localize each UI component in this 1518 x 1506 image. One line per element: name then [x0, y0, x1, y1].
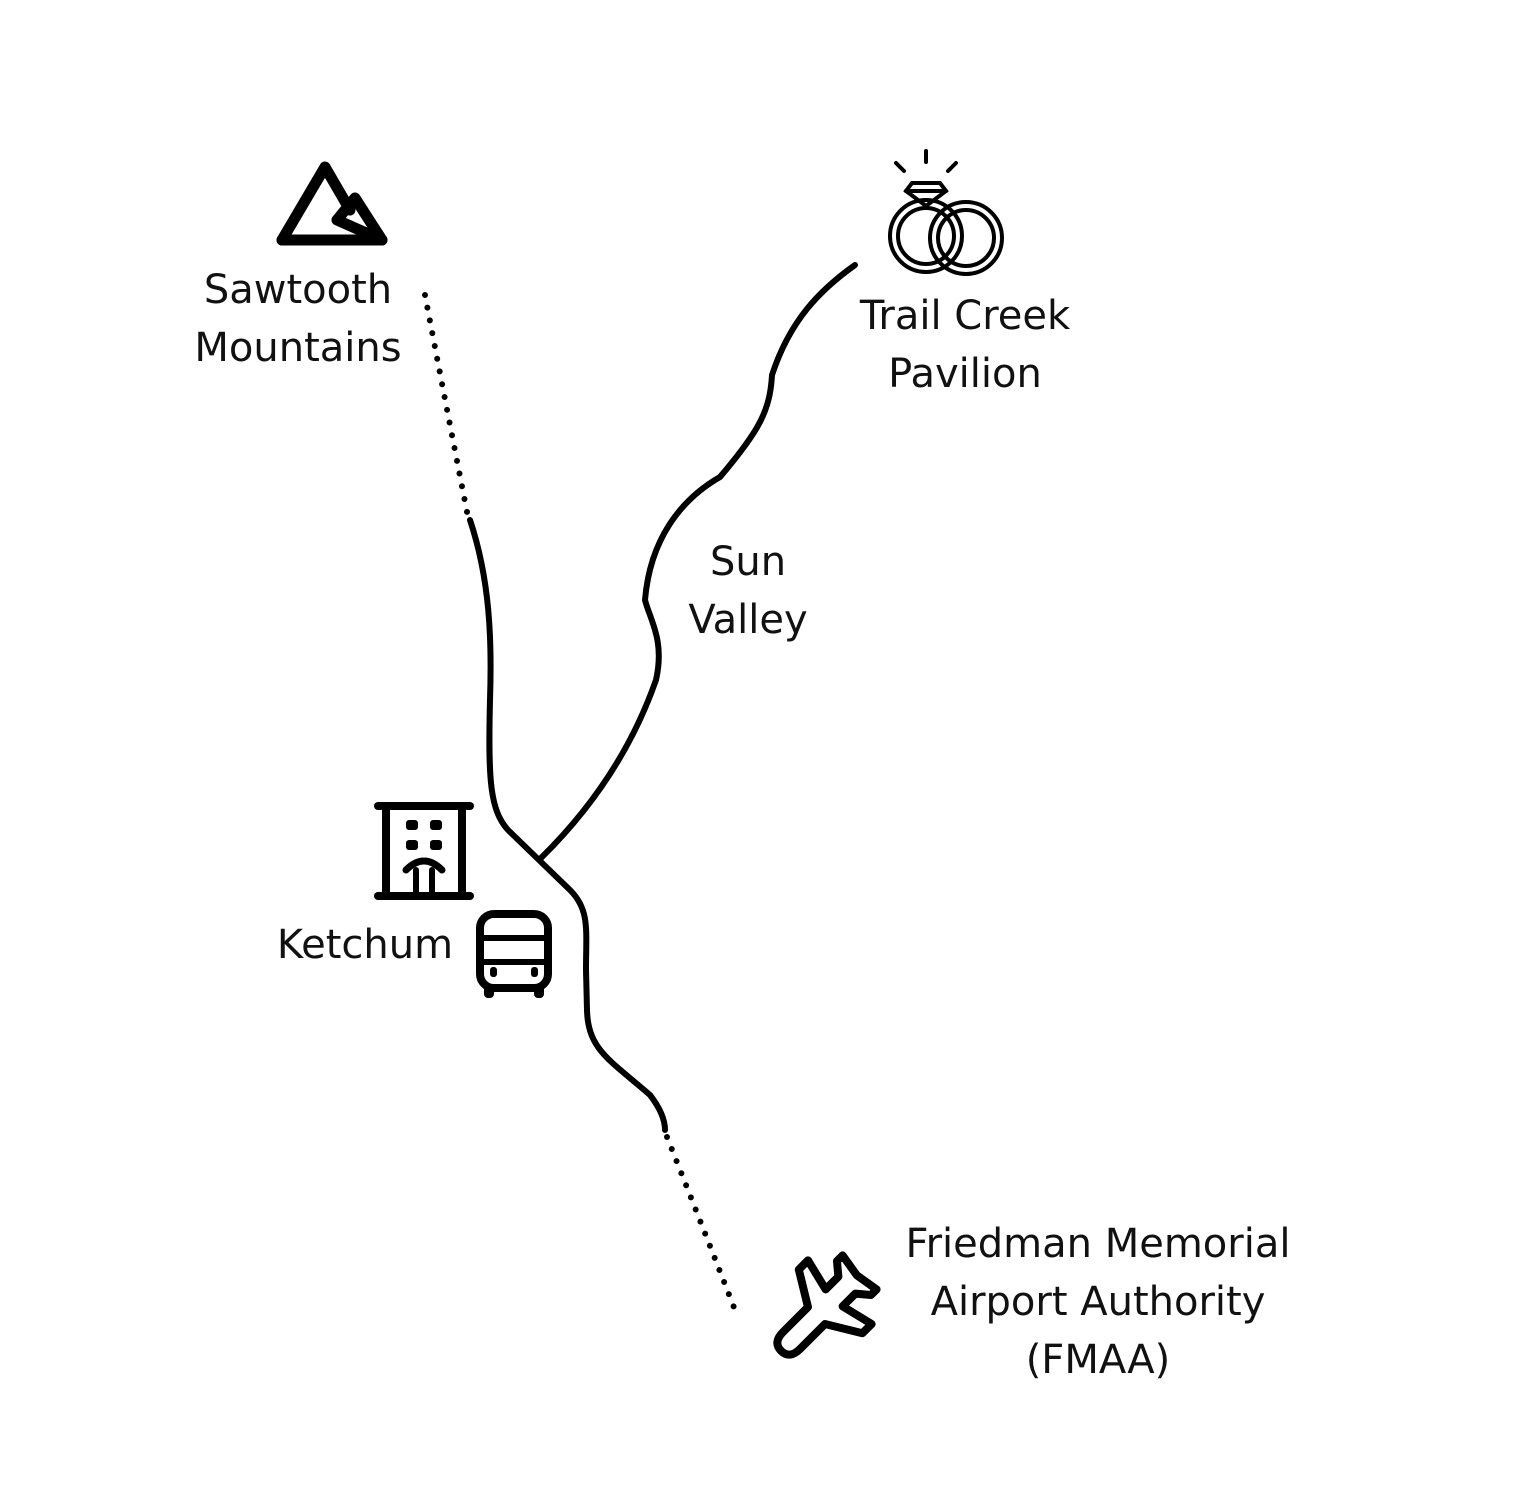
label-trail-creek-line1: Trail Creek [859, 293, 1071, 339]
label-airport-line1: Friedman Memorial [905, 1221, 1291, 1267]
hotel-icon [374, 802, 474, 900]
route-airport-dotted [664, 1134, 738, 1313]
label-airport-line3: (FMAA) [1025, 1337, 1171, 1383]
airplane-icon [773, 1251, 881, 1359]
label-sawtooth-mountains: Sawtooth Mountains [180, 261, 416, 377]
label-trail-creek-line2: Pavilion [888, 351, 1042, 397]
label-ketchum-text: Ketchum [276, 922, 454, 968]
bus-icon [476, 910, 552, 998]
label-ketchum: Ketchum [262, 916, 468, 974]
label-sun-valley-line2: Valley [688, 597, 808, 643]
label-sun-valley: Sun Valley [668, 533, 828, 649]
route-sun-valley-road [538, 262, 858, 861]
label-sawtooth-line2: Mountains [194, 325, 402, 371]
label-trail-creek-pavilion: Trail Creek Pavilion [840, 287, 1090, 403]
label-airport-line2: Airport Authority [930, 1279, 1266, 1325]
route-main-road [467, 517, 668, 1133]
label-sawtooth-line1: Sawtooth [203, 267, 393, 313]
label-friedman-airport: Friedman Memorial Airport Authority (FMA… [880, 1215, 1316, 1389]
wedding-rings-icon [888, 149, 1004, 276]
label-sun-valley-line1: Sun [709, 539, 787, 585]
mountain-icon [276, 161, 388, 246]
route-sawtooth-dotted [422, 292, 471, 520]
